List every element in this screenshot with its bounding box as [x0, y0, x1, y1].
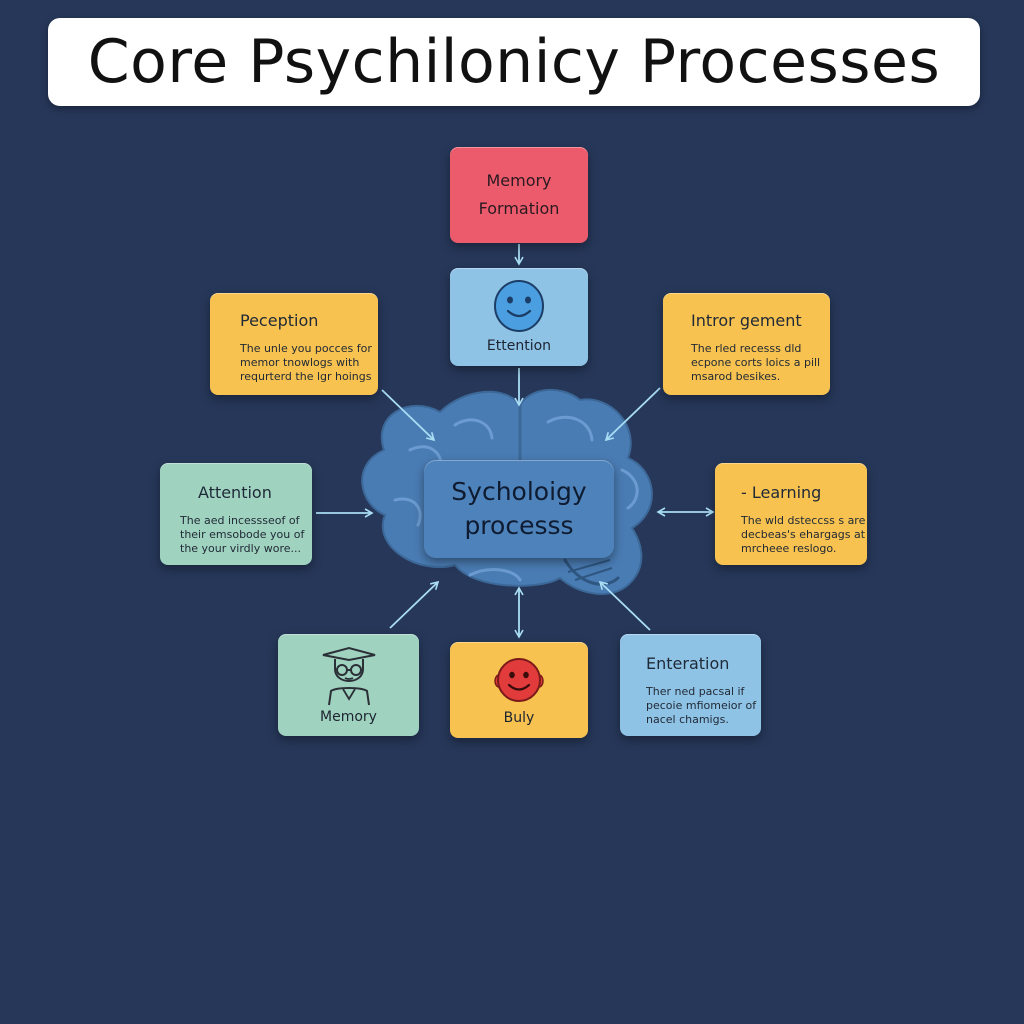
node-buly: Buly	[450, 642, 588, 738]
center-line-2: processs	[464, 511, 574, 540]
enteration-desc-line: Ther ned pacsal if	[646, 685, 745, 698]
peception-heading: Peception	[240, 311, 319, 330]
learning-desc-line: decbeas's ehargags at	[741, 528, 866, 541]
peception-desc-line: The unle you pocces for	[240, 342, 372, 355]
intror-gement-desc-line: msarod besikes.	[691, 370, 781, 383]
attention-description: The aed incessseof of their emsobode you…	[180, 514, 312, 556]
node-learning: - Learning The wld dsteccss s are decbea…	[715, 463, 867, 565]
arrow-intror-gement-to-center	[604, 387, 661, 442]
center-node: Sycholoigy processs	[424, 460, 614, 558]
arrow-memory-to-center	[389, 580, 440, 629]
smiley-face-icon	[494, 280, 544, 332]
attention-heading: Attention	[198, 483, 272, 502]
peception-description: The unle you pocces for memor tnowlogs w…	[240, 342, 378, 384]
attention-desc-line: their emsobode you of	[180, 528, 305, 541]
person-with-glasses-icon	[322, 646, 375, 706]
node-memory: Memory	[278, 634, 419, 736]
enteration-heading: Enteration	[646, 654, 730, 673]
learning-desc-line: The wld dsteccss s are	[741, 514, 866, 527]
intror-gement-desc-line: ecpone corts loics a pill	[691, 356, 821, 369]
enteration-description: Ther ned pacsal if pecoie mfiomeior of n…	[646, 685, 761, 727]
arrow-enteration-to-center	[598, 580, 651, 631]
buly-label: Buly	[503, 710, 535, 726]
node-memory-formation: Memory Formation	[450, 147, 588, 243]
peception-desc-line: requrterd the lgr hoings	[240, 370, 372, 383]
arrow-peception-to-center	[381, 389, 436, 442]
learning-desc-line: mrcheee reslogo.	[741, 542, 837, 555]
learning-description: The wld dsteccss s are decbeas's ehargag…	[741, 514, 867, 556]
attention-desc-line: the your virdly wore...	[180, 542, 301, 555]
memory-formation-line-1: Memory	[486, 171, 552, 190]
learning-heading: - Learning	[741, 483, 822, 502]
enteration-desc-line: nacel chamigs.	[646, 713, 729, 726]
node-attention: Attention The aed incessseof of their em…	[160, 463, 312, 565]
node-intror-gement: Intror gement The rled recesss dld ecpon…	[663, 293, 830, 395]
node-peception: Peception The unle you pocces for memor …	[210, 293, 378, 395]
ettention-label: Ettention	[486, 338, 552, 354]
node-enteration: Enteration Ther ned pacsal if pecoie mfi…	[620, 634, 761, 736]
enteration-desc-line: pecoie mfiomeior of	[646, 699, 757, 712]
memory-label: Memory	[320, 709, 377, 725]
node-ettention: Ettention	[450, 268, 588, 366]
red-smiley-icon	[494, 658, 544, 702]
intror-gement-desc-line: The rled recesss dld	[691, 342, 802, 355]
attention-desc-line: The aed incessseof of	[180, 514, 300, 527]
title-banner: Core Psychilonicy Processes	[48, 18, 980, 106]
center-line-1: Sycholoigy	[451, 477, 587, 506]
memory-formation-line-2: Formation	[478, 199, 560, 218]
intror-gement-heading: Intror gement	[691, 311, 802, 330]
page-title: Core Psychilonicy Processes	[87, 27, 941, 97]
peception-desc-line: memor tnowlogs with	[240, 356, 360, 369]
intror-gement-description: The rled recesss dld ecpone corts loics …	[691, 342, 830, 384]
